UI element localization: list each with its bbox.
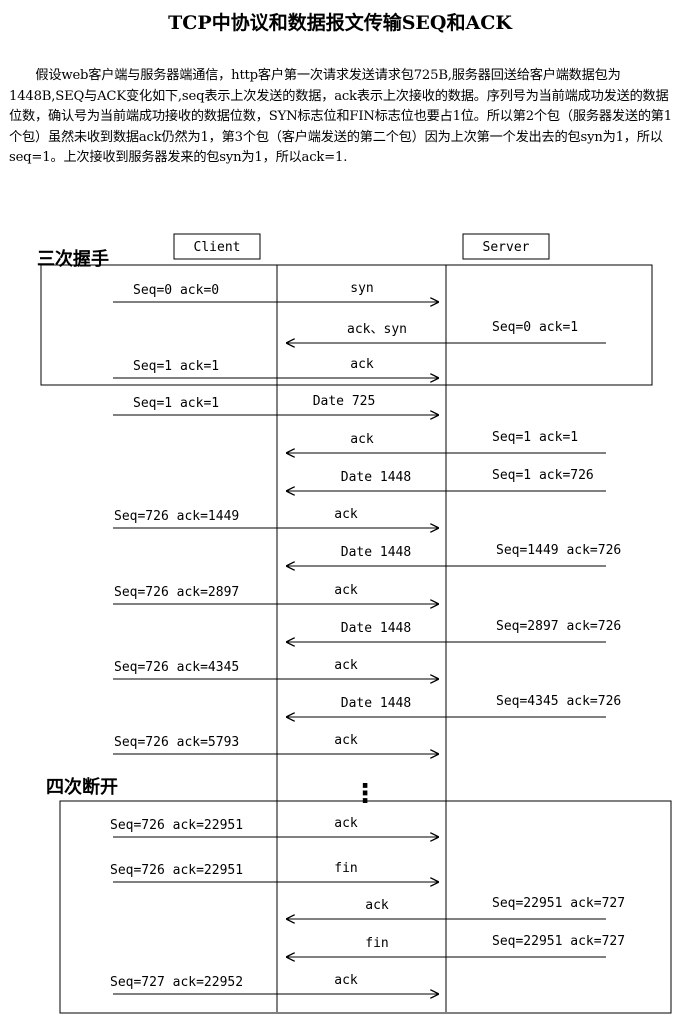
client-seq-ack: Seq=726 ack=2897: [114, 585, 239, 600]
message-row: ack Seq=1 ack=1: [113, 357, 439, 378]
ellipsis-icon: ⋮: [352, 779, 378, 809]
message-row: ack、syn Seq=0 ack=1: [286, 320, 606, 343]
message-label: syn: [350, 281, 373, 296]
message-label: fin: [334, 861, 357, 876]
message-label: ack: [334, 507, 358, 522]
server-seq-ack: Seq=1449 ack=726: [496, 543, 621, 558]
message-row: Date 1448 Seq=2897 ack=726: [286, 619, 621, 642]
message-label: ack: [334, 583, 358, 598]
client-seq-ack: Seq=726 ack=5793: [114, 735, 239, 750]
server-seq-ack: Seq=2897 ack=726: [496, 619, 621, 634]
message-row: Date 1448 Seq=4345 ack=726: [286, 694, 621, 717]
message-row: ack Seq=726 ack=5793: [113, 733, 439, 754]
client-seq-ack: Seq=1 ack=1: [133, 396, 219, 411]
server-header-label: Server: [483, 240, 530, 255]
message-label: ack: [334, 973, 358, 988]
message-row: ack Seq=726 ack=22951: [110, 816, 439, 837]
message-row: Date 1448 Seq=1 ack=726: [286, 468, 606, 491]
message-row: ack Seq=1 ack=1: [286, 430, 606, 453]
server-seq-ack: Seq=22951 ack=727: [492, 896, 625, 911]
message-row: fin Seq=22951 ack=727: [286, 934, 625, 957]
message-row: Date 1448 Seq=1449 ack=726: [286, 543, 621, 566]
client-seq-ack: Seq=726 ack=1449: [114, 509, 239, 524]
teardown-frame: [59, 800, 672, 1014]
message-label: fin: [365, 936, 388, 951]
client-header-label: Client: [194, 240, 241, 255]
client-seq-ack: Seq=0 ack=0: [133, 283, 219, 298]
message-label: Date 1448: [341, 696, 411, 711]
message-row: ack Seq=22951 ack=727: [286, 896, 625, 919]
client-seq-ack: Seq=726 ack=22951: [110, 818, 243, 833]
server-seq-ack: Seq=0 ack=1: [492, 320, 578, 335]
teardown-label: 四次断开: [46, 776, 118, 798]
client-header-box: [173, 233, 261, 260]
message-row: syn Seq=0 ack=0: [113, 281, 439, 302]
message-label: ack: [334, 658, 358, 673]
message-row: Date 725 Seq=1 ack=1: [113, 394, 439, 415]
message-label: Date 1448: [341, 621, 411, 636]
page-title: TCP中协议和数据报文传输SEQ和ACK: [168, 12, 512, 34]
handshake-label: 三次握手: [37, 248, 109, 270]
client-seq-ack: Seq=727 ack=22952: [110, 975, 243, 990]
client-seq-ack: Seq=726 ack=4345: [114, 660, 239, 675]
message-row: ack Seq=726 ack=2897: [113, 583, 439, 604]
server-header-box: [462, 233, 550, 260]
message-label: ack: [334, 733, 358, 748]
client-seq-ack: Seq=1 ack=1: [133, 359, 219, 374]
message-label: Date 1448: [341, 470, 411, 485]
intro-paragraph: 假设web客户端与服务器端通信，http客户第一次请求发送请求包725B,服务器…: [9, 68, 672, 165]
server-seq-ack: Seq=4345 ack=726: [496, 694, 621, 709]
message-label: ack: [334, 816, 358, 831]
server-seq-ack: Seq=1 ack=726: [492, 468, 594, 483]
message-label: ack、syn: [347, 322, 407, 337]
message-row: fin Seq=726 ack=22951: [110, 861, 439, 882]
message-label: ack: [365, 898, 389, 913]
message-label: ack: [350, 357, 374, 372]
message-label: ack: [350, 432, 374, 447]
message-row: ack Seq=726 ack=4345: [113, 658, 439, 679]
server-seq-ack: Seq=22951 ack=727: [492, 934, 625, 949]
message-label: Date 1448: [341, 545, 411, 560]
message-label: Date 725: [313, 394, 376, 409]
client-seq-ack: Seq=726 ack=22951: [110, 863, 243, 878]
message-row: ack Seq=727 ack=22952: [110, 973, 439, 994]
server-seq-ack: Seq=1 ack=1: [492, 430, 578, 445]
message-row: ack Seq=726 ack=1449: [113, 507, 439, 528]
handshake-frame: [40, 264, 653, 386]
